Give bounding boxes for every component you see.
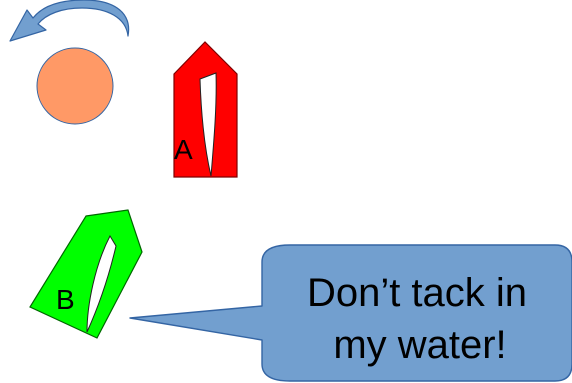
boat-a-label: A — [174, 134, 193, 165]
speech-bubble: Don’t tack in my water! — [130, 245, 572, 381]
speech-bubble-line-1: Don’t tack in — [307, 271, 527, 315]
rotation-arrow-shape — [10, 0, 129, 41]
boat-b-label: B — [56, 284, 75, 315]
boat-b-hull — [30, 210, 142, 338]
boat-b: B — [30, 210, 142, 338]
rotation-arrow-icon — [10, 0, 129, 41]
mark-buoy — [37, 48, 113, 124]
boat-a: A — [174, 42, 237, 177]
speech-bubble-line-2: my water! — [333, 323, 506, 367]
